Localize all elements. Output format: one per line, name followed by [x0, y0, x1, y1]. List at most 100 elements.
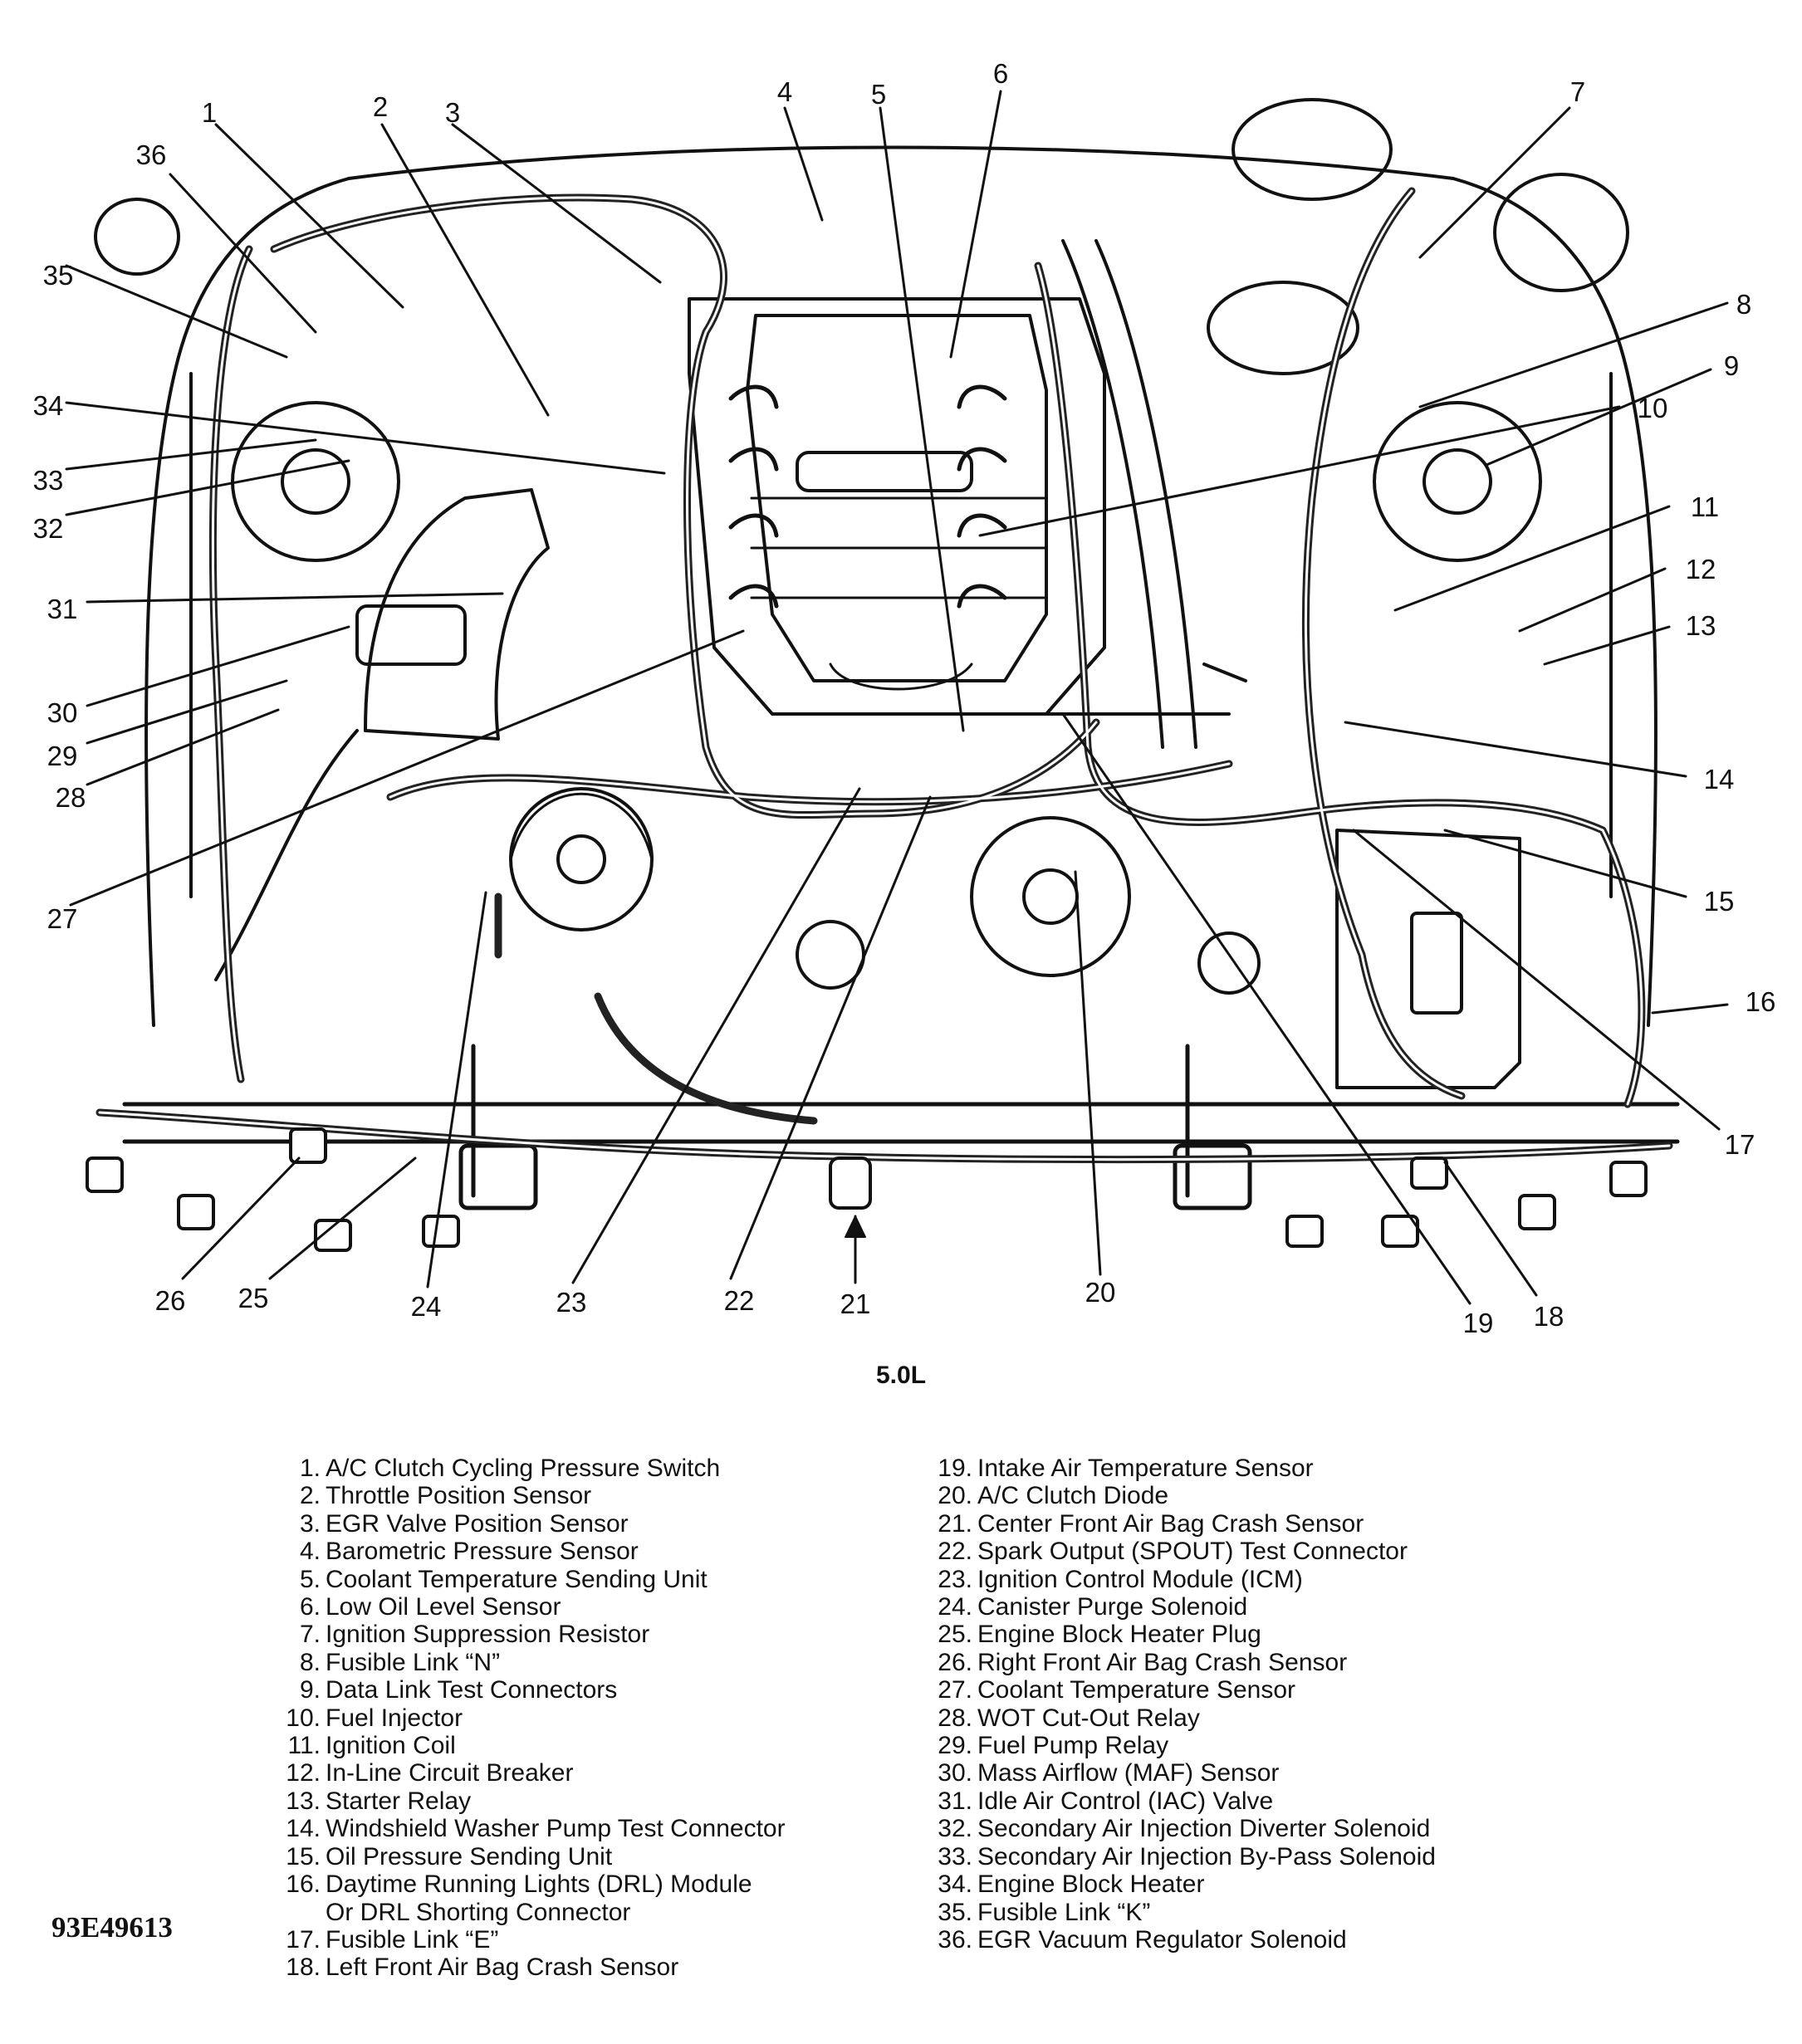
legend-label: Right Front Air Bag Crash Sensor	[977, 1648, 1348, 1676]
legend-item: 36.EGR Vacuum Regulator Solenoid	[934, 1926, 1436, 1954]
callout-9: 9	[1724, 350, 1739, 381]
legend-number: 36.	[938, 1925, 972, 1954]
callout-21: 21	[840, 1289, 871, 1319]
callout-10: 10	[1638, 393, 1668, 423]
legend-number: 24.	[938, 1593, 972, 1621]
callout-8: 8	[1736, 289, 1751, 320]
callout-26: 26	[155, 1285, 186, 1316]
legend-label: Ignition Suppression Resistor	[326, 1621, 650, 1649]
legend-number: 9.	[299, 1676, 321, 1704]
legend-label: Fuel Pump Relay	[977, 1732, 1169, 1760]
legend-item: 19.Intake Air Temperature Sensor	[934, 1455, 1436, 1482]
legend-item: 26.Right Front Air Bag Crash Sensor	[934, 1649, 1436, 1676]
legend-label: Fusible Link “K”	[977, 1898, 1151, 1926]
legend-item: 13.Starter Relay	[282, 1787, 786, 1815]
legend-item: 28.WOT Cut-Out Relay	[934, 1704, 1436, 1732]
callout-33: 33	[33, 465, 64, 496]
strut-towers	[231, 401, 1542, 562]
callout-22: 22	[724, 1285, 755, 1316]
legend-item: 18.Left Front Air Bag Crash Sensor	[282, 1954, 786, 1981]
callout-17: 17	[1725, 1129, 1755, 1160]
legend-item: 17.Fusible Link “E”	[282, 1926, 786, 1954]
legend-number: 32.	[938, 1815, 972, 1843]
legend-number: 34.	[938, 1870, 972, 1899]
right-side-components	[94, 98, 1629, 1089]
callout-28: 28	[56, 782, 86, 813]
legend-item: 3.EGR Valve Position Sensor	[282, 1510, 786, 1538]
legend-item: 15.Oil Pressure Sending Unit	[282, 1843, 786, 1870]
callout-numbers: 1 2 3 4 5 6 7 8 9 10 11 12 13 14 15 16 1…	[33, 58, 1776, 1338]
legend-label: Ignition Coil	[326, 1732, 456, 1760]
front-connectors	[86, 1127, 1648, 1252]
legend-label: Daytime Running Lights (DRL) Module	[326, 1870, 752, 1899]
legend-item: 31.Idle Air Control (IAC) Valve	[934, 1787, 1436, 1815]
legend-item: 5.Coolant Temperature Sending Unit	[282, 1566, 786, 1593]
legend-label: Engine Block Heater Plug	[977, 1621, 1261, 1649]
callout-24: 24	[411, 1291, 442, 1322]
legend-label: Secondary Air Injection By-Pass Solenoid	[977, 1842, 1436, 1870]
legend-number: 30.	[938, 1759, 972, 1787]
legend-label: Ignition Control Module (ICM)	[977, 1565, 1303, 1593]
callout-11: 11	[1691, 491, 1719, 522]
legend-item: 30.Mass Airflow (MAF) Sensor	[934, 1759, 1436, 1787]
legend-item: 25.Engine Block Heater Plug	[934, 1621, 1436, 1648]
legend-label: Left Front Air Bag Crash Sensor	[326, 1954, 679, 1982]
callout-19: 19	[1463, 1308, 1494, 1338]
legend-label: Center Front Air Bag Crash Sensor	[977, 1509, 1364, 1538]
legend-item: 12.In-Line Circuit Breaker	[282, 1759, 786, 1787]
legend-item: 8.Fusible Link “N”	[282, 1649, 786, 1676]
arrow-21	[845, 1215, 866, 1238]
legend-number: 14.	[286, 1815, 321, 1843]
legend-item: 11.Ignition Coil	[282, 1732, 786, 1759]
radiator-support	[122, 1044, 1680, 1210]
legend-label: Canister Purge Solenoid	[977, 1593, 1248, 1621]
legend-label: WOT Cut-Out Relay	[977, 1704, 1200, 1732]
callout-30: 30	[47, 697, 78, 728]
legend-item: 22.Spark Output (SPOUT) Test Connector	[934, 1538, 1436, 1565]
legend-item: 14.Windshield Washer Pump Test Connector	[282, 1815, 785, 1843]
legend-item: 24.Canister Purge Solenoid	[934, 1593, 1436, 1621]
legend-label: Data Link Test Connectors	[326, 1676, 618, 1704]
legend-label: A/C Clutch Cycling Pressure Switch	[326, 1455, 721, 1482]
legend-number: 8.	[299, 1648, 321, 1676]
callout-7: 7	[1570, 76, 1585, 107]
legend-label: EGR Valve Position Sensor	[326, 1509, 629, 1538]
legend-label: Fuel Injector	[326, 1704, 463, 1732]
legend-number: 26.	[938, 1648, 972, 1676]
callout-12: 12	[1686, 554, 1716, 584]
air-intake	[214, 488, 550, 981]
callout-29: 29	[47, 741, 78, 771]
legend-label: Starter Relay	[326, 1787, 472, 1815]
callout-20: 20	[1085, 1277, 1116, 1308]
engine-caption: 5.0L	[875, 1362, 927, 1389]
callout-13: 13	[1686, 610, 1716, 641]
legend-label: Intake Air Temperature Sensor	[977, 1455, 1314, 1482]
legend-item: 32.Secondary Air Injection Diverter Sole…	[934, 1815, 1436, 1842]
callout-15: 15	[1704, 886, 1735, 917]
legend-number: 11.	[287, 1732, 321, 1760]
legend-item: 1.A/C Clutch Cycling Pressure Switch	[282, 1455, 786, 1482]
legend-label: Coolant Temperature Sensor	[977, 1676, 1295, 1704]
legend-label: Spark Output (SPOUT) Test Connector	[977, 1538, 1408, 1566]
callout-36: 36	[136, 139, 167, 170]
legend-number: 10.	[286, 1704, 321, 1732]
legend-number: 22.	[938, 1538, 972, 1566]
legend-label: Barometric Pressure Sensor	[326, 1538, 639, 1566]
callout-18: 18	[1534, 1301, 1565, 1332]
legend-label: Engine Block Heater	[977, 1870, 1205, 1899]
legend-number: 20.	[938, 1482, 972, 1510]
legend-number: 4.	[299, 1538, 321, 1566]
callout-6: 6	[993, 58, 1008, 89]
legend-item: 7.Ignition Suppression Resistor	[282, 1621, 786, 1648]
callout-14: 14	[1704, 764, 1735, 795]
callout-2: 2	[373, 91, 388, 122]
legend-label: A/C Clutch Diode	[977, 1482, 1169, 1510]
callout-31: 31	[47, 594, 78, 624]
legend-item: 4.Barometric Pressure Sensor	[282, 1538, 786, 1565]
callout-23: 23	[556, 1287, 587, 1318]
legend-number: 6.	[299, 1593, 321, 1621]
engine-compartment-diagram: 1 2 3 4 5 6 7 8 9 10 11 12 13 14 15 16 1…	[33, 58, 1776, 1338]
callout-3: 3	[445, 97, 460, 128]
legend-label-continued: Or DRL Shorting Connector	[326, 1898, 631, 1926]
